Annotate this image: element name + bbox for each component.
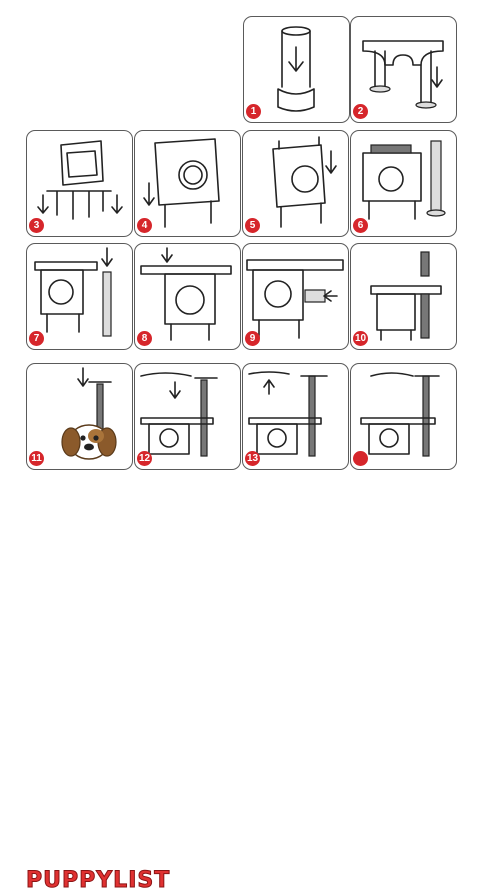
step-panel-13: 13 [242,363,349,470]
step-badge: 3 [29,218,44,233]
step-badge: 9 [245,331,260,346]
logo-text-left: PUPPY [25,868,114,893]
stove-frame-illustration [272,136,337,228]
step-badge: 12 [137,451,152,466]
step-badge: 2 [353,104,368,119]
hanging-bar-illustration [140,372,218,457]
step-panel-12: 12 [134,363,241,470]
step-badge: 6 [353,218,368,233]
step-badge: 10 [353,331,368,346]
step-panel-5: 5 [242,130,349,237]
counter-top-illustration [140,247,232,341]
step-panel-3: 3 [26,130,133,237]
step-panel-7: 7 [26,243,133,350]
frame-legs-illustration [362,40,444,109]
step-badge: 11 [29,451,44,466]
step-panel-9: 9 [242,243,349,350]
washer-frame-illustration [143,138,220,228]
step-panel-2: 2 [350,16,457,123]
counter-side-illustration [246,259,344,339]
cylinder-illustration [277,26,315,112]
step-badge: 1 [246,104,261,119]
step-panel-10: 10 [350,243,457,350]
step-panel-final [350,363,457,470]
stove-pole-illustration [362,140,446,220]
step-panel-4: 4 [134,130,241,237]
pole-attach-illustration [370,251,442,341]
step-badge: 4 [137,218,152,233]
logo-text-right: LIST [113,868,171,893]
step-panel-6: 6 [350,130,457,237]
step-panel-1: 1 [243,16,350,123]
finished-assembly-illustration [360,372,440,457]
puppy-icon [61,424,117,460]
puppylist-logo-text: PUPPYLIST [25,868,171,893]
step-badge: 7 [29,331,44,346]
frame-on-legs-illustration [37,140,123,220]
puppylist-logo: PUPPYLIST [12,416,170,893]
counter-pole-illustration [34,247,113,337]
light-bar-illustration [248,371,328,457]
step-badge: 8 [137,331,152,346]
step-badge [353,451,368,466]
step-badge: 5 [245,218,260,233]
step-badge: 13 [245,451,260,466]
step-panel-8: 8 [134,243,241,350]
